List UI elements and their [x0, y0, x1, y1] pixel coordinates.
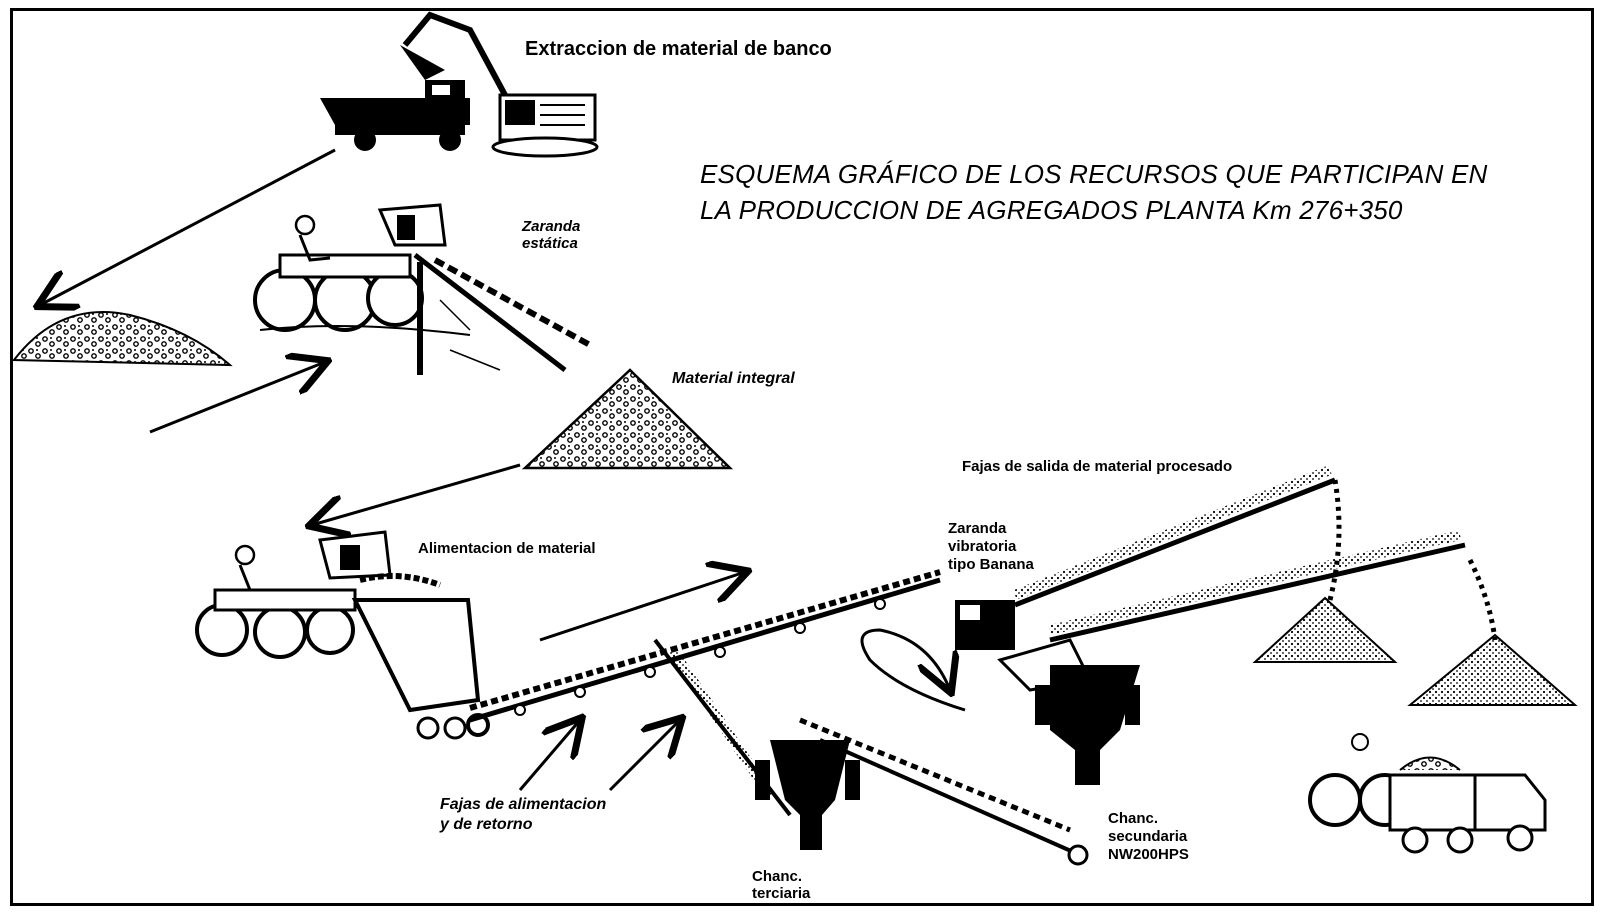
processed-pile: [1252, 596, 1398, 663]
label-fajas-salida: Fajas de salida de material procesado: [962, 458, 1233, 475]
processed-pile: [1407, 633, 1578, 706]
label-fajas-alimentacion-line2: y de retorno: [440, 816, 533, 833]
static-screen-icon: [413, 253, 592, 375]
label-chanc-secundaria-line1: Chanc.: [1108, 810, 1159, 827]
label-fajas-alimentacion: Fajas de alimentacion y de retorno: [440, 795, 606, 835]
flow-arrow: [40, 148, 336, 305]
label-zaranda-vibratoria: Zaranda vibratoria tipo Banana: [948, 520, 1034, 574]
loader-icon: [253, 203, 471, 336]
label-material-integral: Material integral: [672, 370, 795, 387]
label-chanc-terciaria-line2: terciaria: [752, 885, 811, 902]
label-fajas-alimentacion-line1: Fajas de alimentacion: [440, 796, 607, 813]
flow-arrow: [149, 362, 325, 434]
flow-arrow: [312, 463, 521, 525]
label-chanc-secundaria-line3: NW200HPS: [1108, 846, 1189, 863]
diagram-title: ESQUEMA GRÁFICO DE LOS RECURSOS QUE PART…: [700, 156, 1488, 228]
dump-truck-icon: [320, 80, 470, 151]
label-chanc-secundaria-line2: secundaria: [1108, 828, 1188, 845]
flow-arrow: [608, 720, 680, 792]
loader-icon: [195, 530, 442, 659]
diagram-frame: [10, 8, 1594, 906]
label-zaranda-estatica-line1: Zaranda: [522, 218, 581, 235]
flow-arrow: [518, 720, 580, 791]
label-chanc-terciaria-line1: Chanc.: [752, 868, 803, 885]
excavator-icon: [400, 11, 599, 158]
diagram-title-line2: LA PRODUCCION DE AGREGADOS PLANTA Km 276…: [700, 195, 1403, 225]
label-extraccion: Extraccion de material de banco: [525, 38, 832, 60]
label-zaranda-vibratoria-line2: vibratoria: [948, 538, 1017, 555]
recirculation-arrow: [860, 628, 966, 712]
output-conveyors: [1013, 465, 1498, 643]
label-zaranda-estatica: Zaranda estática: [522, 218, 580, 253]
label-zaranda-estatica-line2: estática: [522, 235, 578, 253]
loader-truck-icon: [1308, 733, 1547, 854]
label-zaranda-vibratoria-line3: tipo Banana: [948, 556, 1034, 573]
label-zaranda-vibratoria-line1: Zaranda: [948, 520, 1007, 537]
flow-arrow: [539, 572, 745, 642]
integral-material-pile: [521, 368, 734, 470]
tertiary-crusher-icon: [755, 740, 860, 850]
secondary-crusher-icon: [1035, 665, 1140, 785]
feed-hopper-icon: [351, 598, 481, 713]
diagram-title-line1: ESQUEMA GRÁFICO DE LOS RECURSOS QUE PART…: [700, 159, 1488, 189]
feed-conveyor: [469, 569, 941, 723]
label-alimentacion: Alimentacion de material: [418, 540, 596, 557]
label-chanc-secundaria: Chanc. secundaria NW200HPS: [1108, 810, 1189, 864]
bank-material-pile: [12, 311, 233, 367]
label-chanc-terciaria: Chanc. terciaria: [752, 868, 810, 902]
